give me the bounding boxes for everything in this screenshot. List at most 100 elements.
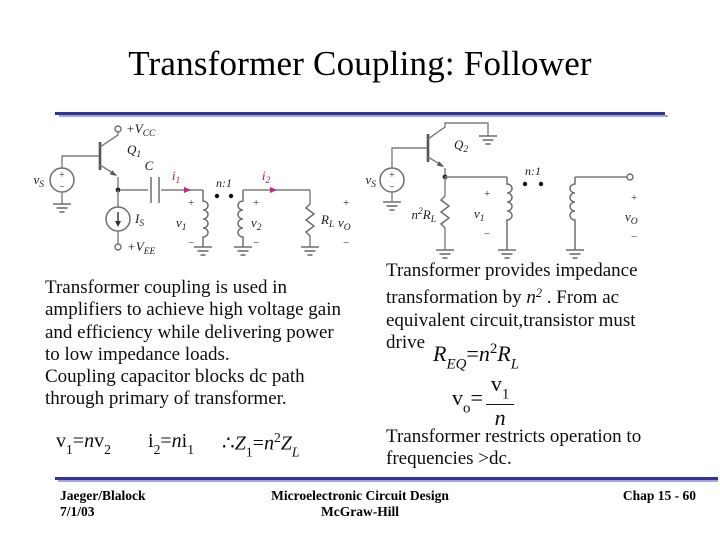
v1-label: v1 — [474, 206, 485, 224]
i1-arrow-icon — [184, 187, 191, 193]
secondary-coil — [569, 177, 576, 250]
ground-icon — [436, 249, 454, 259]
i2-label: i2 — [262, 168, 271, 186]
footer-author-name: Jaeger/Blalock — [60, 488, 146, 503]
polarity-dot-icon — [538, 181, 544, 187]
equation-z1: ∴Z1=n2ZL — [222, 430, 300, 460]
text-line: transformation by n2 . From ac — [386, 286, 620, 309]
coupling-capacitor: C — [120, 158, 203, 203]
vo-label: vO — [625, 209, 638, 227]
ground-icon — [566, 249, 584, 259]
turns-ratio-label: n:1 — [216, 176, 232, 190]
voltage-source-vs: + − vS — [365, 147, 428, 211]
v2-label: v2 — [251, 215, 262, 233]
ground-icon — [498, 249, 516, 259]
follower-circuit-diagram: + − vS +VCC Q1 IS — [33, 121, 351, 257]
svg-text:+: + — [631, 192, 637, 204]
vs-label: vS — [33, 172, 44, 190]
reflected-load-resistor: n2RL — [412, 177, 454, 259]
output-voltage-vo: + vO − — [625, 192, 638, 243]
text-line: to low impedance loads. — [45, 343, 230, 365]
svg-text:−: − — [389, 182, 395, 193]
svg-text:−: − — [253, 237, 259, 249]
vcc-terminal — [114, 125, 122, 133]
footer-book-name: Microelectronic Circuit Design — [271, 488, 449, 503]
output-voltage-vo: + vO − — [338, 197, 351, 249]
rl-label: RL — [320, 212, 334, 230]
i1-label: i1 — [172, 168, 180, 186]
ground-icon — [234, 246, 252, 256]
footer-chapter-page: Chap 15 - 60 — [622, 488, 696, 503]
current-source-is: IS +VEE — [105, 190, 156, 257]
footer-publisher: McGraw-Hill — [321, 503, 399, 519]
vo-label: vO — [338, 215, 351, 233]
emitter-arrow-icon — [436, 161, 444, 167]
ground-icon — [479, 135, 497, 145]
voltage-source-vs: + − vS — [33, 155, 100, 213]
svg-text:−: − — [631, 231, 637, 243]
vee-terminal — [114, 243, 122, 251]
slide-title: Transformer Coupling: Follower — [128, 44, 592, 83]
footer-divider-shadow — [58, 480, 718, 482]
primary-coil — [506, 177, 513, 250]
load-resistor-rl: RL — [301, 190, 334, 256]
svg-text:+: + — [59, 170, 65, 181]
text-line: drive — [386, 332, 426, 354]
secondary-coil — [237, 190, 244, 247]
ground-icon — [53, 203, 71, 213]
svg-text:+: + — [253, 197, 259, 209]
transformer: + v1 − n:1 — [474, 164, 584, 259]
primary-coil — [202, 190, 209, 247]
text-line: Transformer provides impedance — [386, 260, 638, 281]
npn-transistor-q1: +VCC Q1 — [98, 121, 156, 190]
text-line: amplifiers to achieve high voltage gain — [45, 299, 341, 321]
svg-text:+: + — [389, 170, 395, 181]
ground-icon — [194, 246, 212, 256]
equation-i2-ni1: i2=ni1 — [148, 430, 194, 457]
text-line: frequencies >dc. — [386, 448, 512, 470]
svg-text:−: − — [59, 182, 65, 193]
left-paragraph: Transformer coupling is used in amplifie… — [45, 277, 393, 411]
transformer: n:1 + v1 − + v2 − — [176, 176, 262, 256]
footer-divider-line — [55, 477, 718, 480]
vcc-label: +VCC — [126, 121, 156, 139]
current-arrow-icon — [115, 221, 121, 227]
title-divider-shadow — [59, 115, 668, 117]
footer-date: 7/1/03 — [60, 503, 95, 519]
footer-author: Jaeger/Blalock 7/1/03 — [60, 488, 145, 519]
ground-icon — [301, 246, 319, 256]
ground-icon — [383, 201, 401, 211]
footer-book-title: Microelectronic Circuit Design McGraw-Hi… — [0, 488, 720, 519]
emitter-arrow-icon — [109, 170, 117, 176]
svg-text:+: + — [188, 197, 194, 209]
svg-text:−: − — [188, 237, 194, 249]
equation-v1-nv2: v1=nv2 — [56, 430, 111, 457]
vee-label: +VEE — [127, 239, 156, 257]
turns-ratio-label: n:1 — [525, 164, 541, 178]
text-line: Coupling capacitor blocks dc path — [45, 366, 305, 388]
output-terminal — [626, 173, 634, 181]
polarity-dot-icon — [522, 181, 528, 187]
right-paragraph: Transformer provides impedance transform… — [386, 260, 718, 354]
ac-equivalent-circuit-diagram: + − vS Q2 n2 — [365, 122, 638, 259]
q1-label: Q1 — [127, 142, 141, 160]
svg-text:−: − — [484, 228, 490, 240]
svg-text:+: + — [343, 197, 349, 209]
v1-label: v1 — [176, 215, 187, 233]
q2-label: Q2 — [454, 137, 468, 155]
right-paragraph-2: Transformer restricts operation to frequ… — [386, 426, 718, 471]
text-line: through primary of transformer. — [45, 388, 287, 410]
text-line: Transformer restricts operation to — [386, 426, 642, 447]
vs-label: vS — [365, 172, 376, 190]
equation-req: REQ=n2RL — [433, 341, 520, 373]
i2-arrow-icon — [270, 187, 277, 193]
is-label: IS — [134, 211, 144, 229]
svg-text:+: + — [484, 188, 490, 200]
polarity-dot-icon — [214, 193, 220, 199]
text-line: equivalent circuit,transistor must — [386, 309, 636, 331]
title-divider-line — [55, 112, 665, 115]
n2rl-label: n2RL — [412, 207, 437, 225]
text-line: and efficiency while delivering power — [45, 321, 334, 343]
